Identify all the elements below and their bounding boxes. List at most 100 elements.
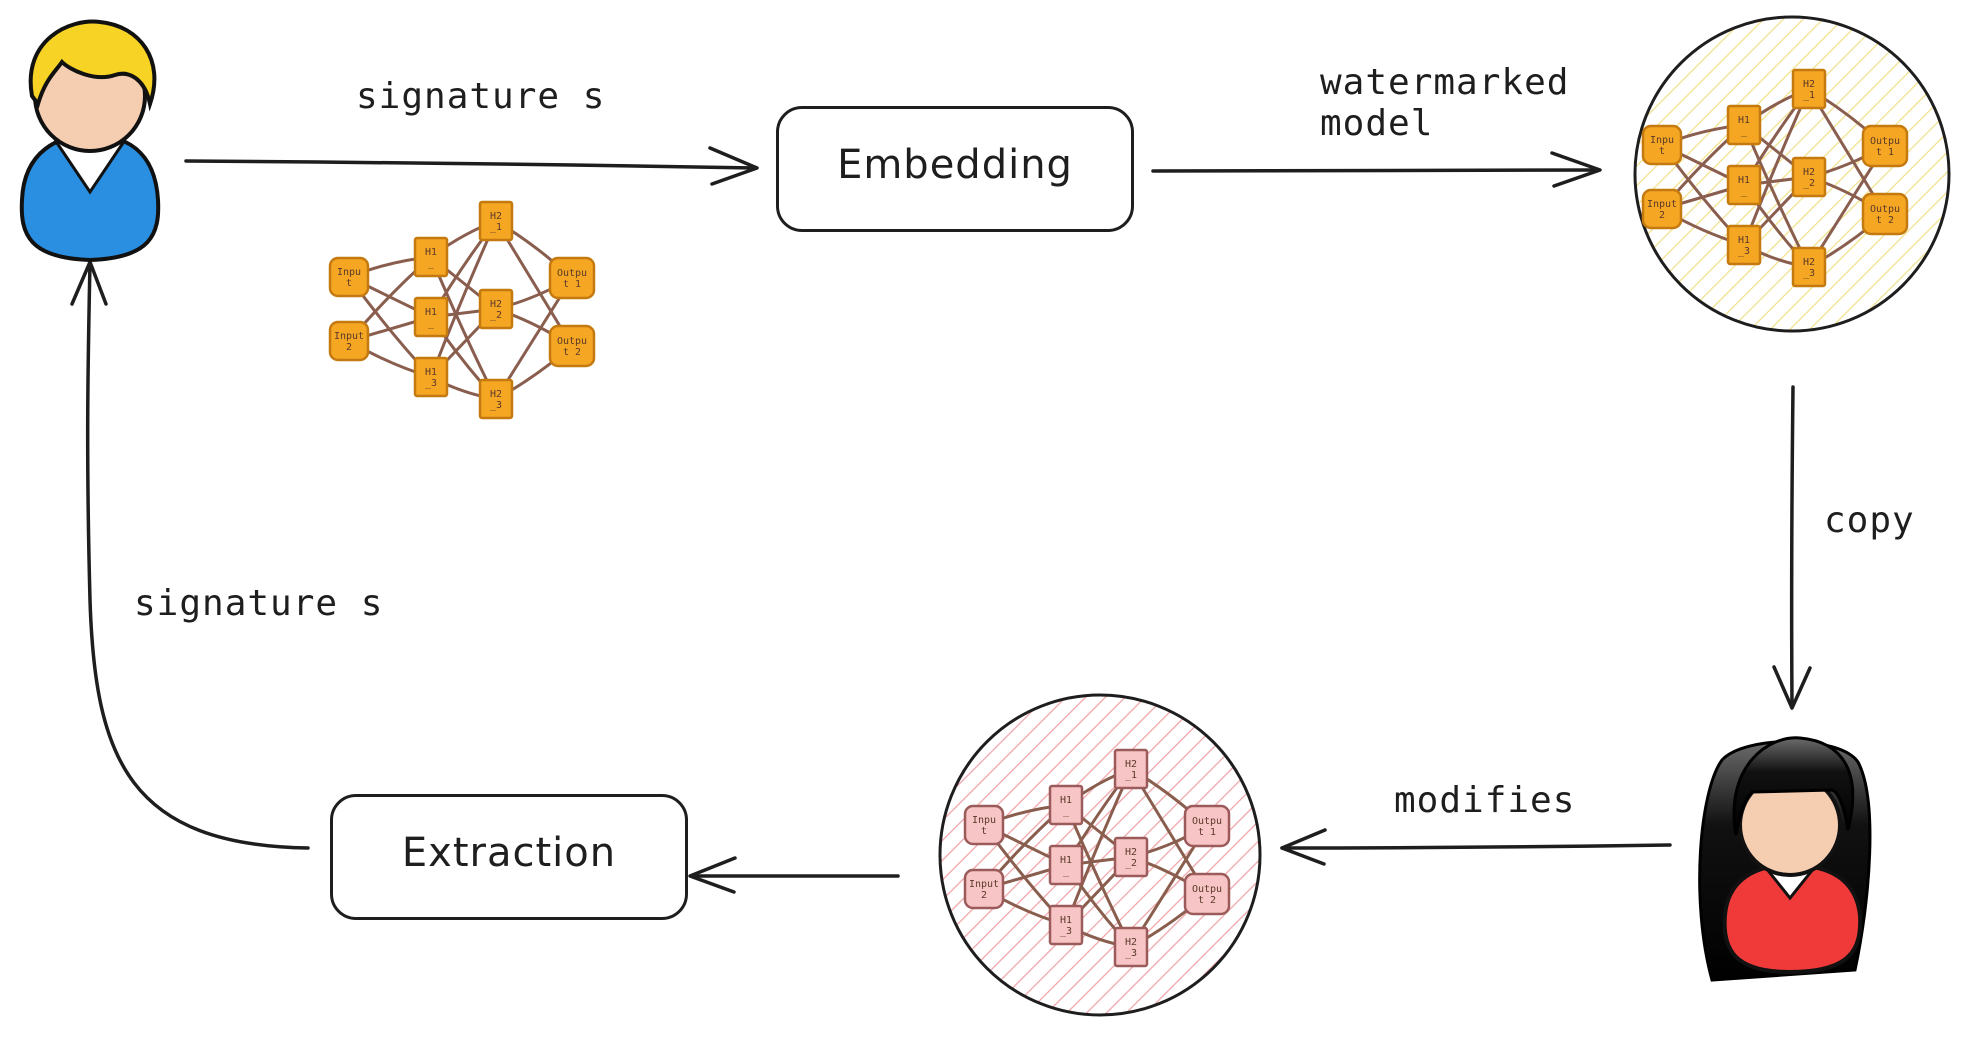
network-node-label: H2: [1803, 79, 1815, 90]
network-node-label: 2: [1659, 210, 1665, 221]
network-node-label: H1: [1738, 115, 1750, 126]
modified-model-circle: [938, 693, 1262, 1017]
extraction-label: Extraction: [401, 830, 617, 876]
network-node-label: _3: [1125, 948, 1137, 959]
embedding-box: [776, 106, 1134, 232]
network-node-h11: [1726, 104, 1762, 146]
original-network: InputInput2H1_H1_H1_3H2_1H2_2H2_3Output …: [328, 200, 596, 420]
network-node-label: t: [346, 278, 352, 289]
network-node-label: H1: [425, 247, 437, 258]
network-node-in2: [963, 868, 1005, 910]
network-node-label: H2: [1125, 937, 1137, 948]
network-node-label: _3: [1060, 926, 1072, 937]
network-node-label: H2: [1803, 257, 1815, 268]
user-red-icon: [1698, 736, 1872, 982]
network-node-label: _: [1741, 126, 1748, 137]
network-node-h12: [1048, 844, 1084, 886]
network-node-in1: [963, 804, 1005, 846]
network-node-label: _3: [490, 400, 502, 411]
arrow-watermarked-to-attacker: [1772, 385, 1812, 710]
network-node-out1: [1183, 804, 1231, 848]
network-node-label: H1: [425, 307, 437, 318]
arrow-extraction-to-owner: [70, 260, 310, 850]
network-node-label: Outpu: [557, 268, 587, 279]
network-node-h23: [1113, 926, 1149, 968]
network-node-out1: [1861, 124, 1909, 168]
network-node-label: _3: [1803, 268, 1815, 279]
network-node-h23: [1791, 246, 1827, 288]
network-node-label: _3: [1738, 246, 1750, 257]
network-node-label: Input: [1647, 199, 1677, 210]
network-node-h21: [478, 200, 514, 242]
network-node-label: _2: [490, 310, 502, 321]
network-node-label: _1: [1125, 770, 1137, 781]
network-node-label: _: [428, 318, 435, 329]
network-node-label: _1: [490, 222, 502, 233]
network-node-label: 2: [981, 890, 987, 901]
network-node-label: 2: [346, 342, 352, 353]
arrow-modified-to-extraction: [688, 856, 900, 894]
copy-label: copy: [1824, 500, 1915, 541]
network-node-label: t 1: [563, 279, 581, 290]
network-node-h23: [478, 378, 514, 420]
network-node-out2: [548, 324, 596, 368]
modifies-label: modifies: [1394, 780, 1576, 821]
network-node-label: t: [981, 826, 987, 837]
network-node-label: H1: [1738, 235, 1750, 246]
network-node-label: t 1: [1198, 827, 1216, 838]
network-node-label: Inpu: [1650, 135, 1674, 146]
network-node-label: H1: [1060, 795, 1072, 806]
network-node-label: t: [1659, 146, 1665, 157]
network-node-label: Outpu: [557, 336, 587, 347]
network-node-in1: [1641, 124, 1683, 166]
network-node-label: _3: [425, 378, 437, 389]
arrow-embedding-to-watermarked: [1151, 151, 1602, 188]
network-node-label: H2: [490, 299, 502, 310]
network-node-label: t 2: [1876, 215, 1894, 226]
signature-left-label: signature s: [134, 583, 384, 624]
network-node-label: Outpu: [1192, 816, 1222, 827]
network-node-h13: [413, 356, 449, 398]
network-node-label: _2: [1125, 858, 1137, 869]
network-node-h22: [1791, 156, 1827, 198]
network-node-label: Input: [334, 331, 364, 342]
user-blue-icon: [19, 19, 161, 263]
network-node-h11: [413, 236, 449, 278]
network-node-h21: [1791, 68, 1827, 110]
network-node-in1: [328, 256, 370, 298]
network-node-out1: [548, 256, 596, 300]
network-node-label: t 1: [1876, 147, 1894, 158]
network-node-label: t 2: [563, 347, 581, 358]
modified-network: InputInput2H1_H1_H1_3H2_1H2_2H2_3Output …: [963, 748, 1231, 968]
network-node-out2: [1183, 872, 1231, 916]
network-node-label: Inpu: [972, 815, 996, 826]
network-node-label: H2: [490, 211, 502, 222]
network-node-h13: [1048, 904, 1084, 946]
network-node-label: H1: [1060, 915, 1072, 926]
network-node-h12: [1726, 164, 1762, 206]
network-node-label: Outpu: [1192, 884, 1222, 895]
arrow-owner-to-embedding: [184, 146, 759, 186]
network-node-label: H2: [1125, 759, 1137, 770]
network-node-h13: [1726, 224, 1762, 266]
network-node-label: Inpu: [337, 267, 361, 278]
network-node-out2: [1861, 192, 1909, 236]
network-node-h21: [1113, 748, 1149, 790]
network-node-h12: [413, 296, 449, 338]
network-node-label: H2: [1803, 167, 1815, 178]
watermarked-model-label: watermarked model: [1320, 62, 1570, 145]
network-node-label: Outpu: [1870, 136, 1900, 147]
signature-top-label: signature s: [356, 76, 606, 117]
network-node-label: H1: [1060, 855, 1072, 866]
network-node-label: H1: [425, 367, 437, 378]
network-node-label: _: [1741, 186, 1748, 197]
network-node-h22: [1113, 836, 1149, 878]
network-node-label: _1: [1803, 90, 1815, 101]
network-node-label: H2: [490, 389, 502, 400]
network-node-h11: [1048, 784, 1084, 826]
network-node-label: t 2: [1198, 895, 1216, 906]
network-node-label: _: [1063, 866, 1070, 877]
network-node-label: Outpu: [1870, 204, 1900, 215]
